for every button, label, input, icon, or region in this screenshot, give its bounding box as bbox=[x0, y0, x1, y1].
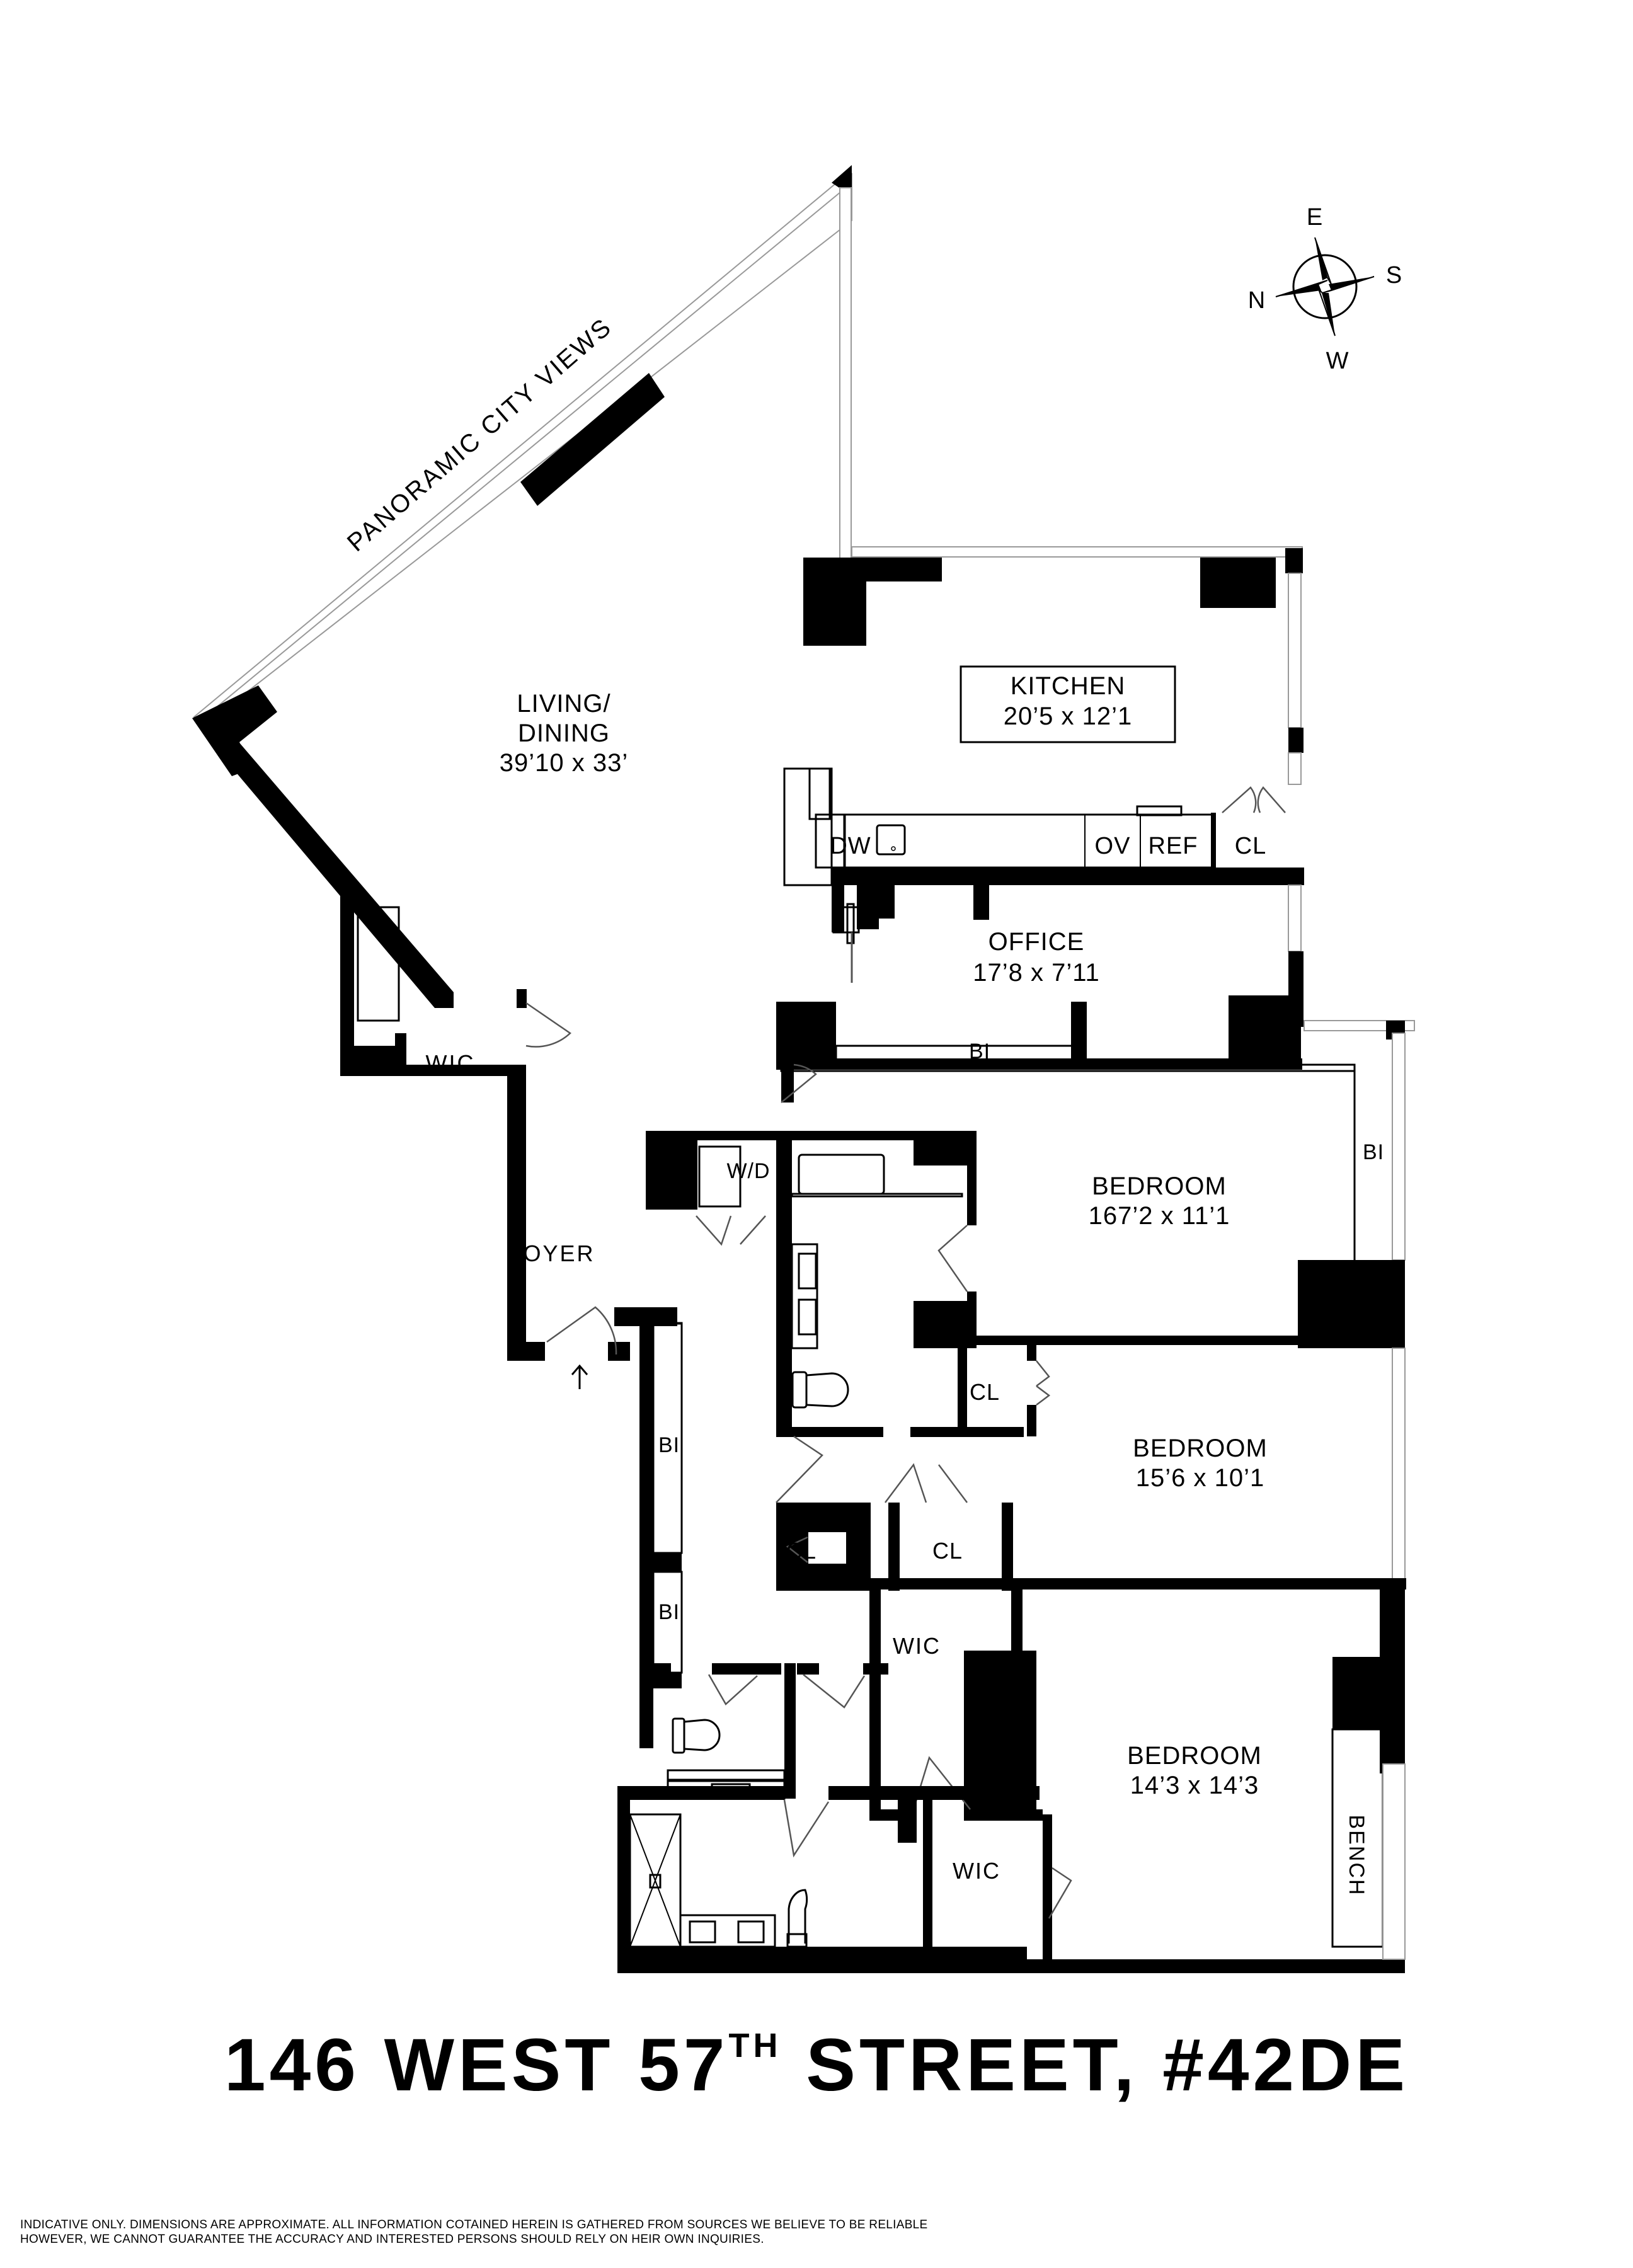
bedroom2-closet-doors[interactable] bbox=[1036, 1360, 1051, 1406]
kitchen-name: KITCHEN bbox=[1011, 672, 1126, 700]
address-tail: STREET, #42DE bbox=[781, 2024, 1409, 2107]
bedroom2-double-closet-label: CL bbox=[932, 1538, 963, 1564]
compass-icon: E S N W bbox=[1248, 204, 1402, 374]
entry-door[interactable] bbox=[546, 1306, 617, 1355]
refrigerator-label: REF bbox=[1149, 833, 1198, 859]
bedroom3-walls bbox=[1331, 1588, 1406, 1960]
wic-living-door[interactable] bbox=[525, 1002, 571, 1048]
address-main: 146 WEST 57 bbox=[224, 2024, 729, 2107]
bedroom3-dims: 14’3 x 14’3 bbox=[1130, 1772, 1259, 1799]
office-dims: 17’8 x 7’11 bbox=[973, 959, 1100, 987]
bedroom1-builtin-label: BI bbox=[1363, 1140, 1384, 1164]
hall-builtin-2-label: BI bbox=[658, 1600, 680, 1624]
bedroom2-hall-door[interactable] bbox=[776, 1435, 823, 1503]
washer-dryer-label: W/D bbox=[726, 1159, 770, 1183]
wic-mid-label: WIC bbox=[893, 1633, 941, 1659]
panoramic-window bbox=[192, 165, 852, 776]
master-bath-walls bbox=[617, 1786, 1405, 1973]
disclaimer-line-2: HOWEVER, WE CANNOT GUARANTEE THE ACCURAC… bbox=[20, 2233, 764, 2246]
kitchen-dims: 20’5 x 12’1 bbox=[1004, 702, 1132, 730]
bedroom1-dims: 167’2 x 11’1 bbox=[1089, 1202, 1230, 1230]
entry-arrow-icon bbox=[571, 1364, 588, 1389]
living-name-line1: LIVING/ bbox=[517, 690, 610, 718]
wd-closet-doors[interactable] bbox=[696, 1215, 766, 1246]
kitchen-closet-label: CL bbox=[1235, 833, 1267, 859]
master-toilet-icon bbox=[786, 1889, 808, 1948]
master-wic-door[interactable] bbox=[1048, 1867, 1072, 1919]
bedroom1-walls bbox=[646, 1020, 1415, 1436]
listing-address-title: 146 WEST 57TH STREET, #42DE bbox=[0, 2022, 1633, 2108]
office-name: OFFICE bbox=[988, 928, 1085, 956]
bedroom3-name: BEDROOM bbox=[1127, 1742, 1262, 1770]
bath1-bedroom-door[interactable] bbox=[937, 1225, 968, 1292]
dishwasher-label: DW bbox=[830, 833, 871, 859]
kitchen-sink-icon bbox=[891, 846, 896, 851]
kitchen-walls bbox=[783, 546, 1304, 886]
oven-label: OV bbox=[1095, 833, 1131, 859]
living-dims: 39’10 x 33’ bbox=[500, 749, 628, 777]
bedroom1-name: BEDROOM bbox=[1092, 1172, 1227, 1200]
wic-mid-door[interactable] bbox=[912, 1756, 971, 1810]
hall-builtin-1-label: BI bbox=[658, 1433, 680, 1457]
exterior-walls bbox=[203, 724, 682, 1748]
hall-closet-door[interactable] bbox=[786, 1536, 808, 1563]
compass-north-label: N bbox=[1248, 287, 1266, 314]
bedroom2-name: BEDROOM bbox=[1133, 1435, 1268, 1462]
hall-closet-label: CL bbox=[786, 1538, 816, 1564]
office-builtin-label: BI bbox=[969, 1040, 990, 1063]
bedroom2-walls bbox=[776, 1345, 1406, 1591]
powder-door[interactable] bbox=[708, 1674, 758, 1705]
bedroom1-entry-door[interactable] bbox=[781, 1063, 817, 1103]
wic-living-label: WIC bbox=[426, 1050, 476, 1076]
kitchen-closet-doors[interactable] bbox=[1222, 786, 1286, 813]
disclaimer: INDICATIVE ONLY. DIMENSIONS ARE APPROXIM… bbox=[20, 2218, 928, 2247]
office-walls bbox=[776, 882, 1304, 1070]
bench-label: BENCH bbox=[1344, 1814, 1368, 1896]
bedroom2-closet-label: CL bbox=[970, 1379, 1000, 1405]
bedroom2-closet-double-doors[interactable] bbox=[885, 1463, 968, 1503]
compass-west-label: W bbox=[1326, 348, 1349, 374]
hall-builtins bbox=[652, 1322, 683, 1688]
bedroom2-dims: 15’6 x 10’1 bbox=[1136, 1464, 1264, 1492]
master-bath-door[interactable] bbox=[783, 1799, 830, 1858]
compass-east-label: E bbox=[1307, 204, 1323, 231]
address-superscript: TH bbox=[728, 2027, 782, 2065]
disclaimer-line-1: INDICATIVE ONLY. DIMENSIONS ARE APPROXIM… bbox=[20, 2218, 928, 2231]
foyer-label: FOYER bbox=[507, 1240, 595, 1266]
living-name-line2: DINING bbox=[518, 719, 610, 747]
hall-door-2[interactable] bbox=[803, 1674, 866, 1709]
wic-master-label: WIC bbox=[953, 1858, 1000, 1884]
powder-toilet-icon bbox=[672, 1717, 721, 1754]
toilet-icon bbox=[791, 1371, 849, 1409]
compass-south-label: S bbox=[1386, 262, 1402, 289]
